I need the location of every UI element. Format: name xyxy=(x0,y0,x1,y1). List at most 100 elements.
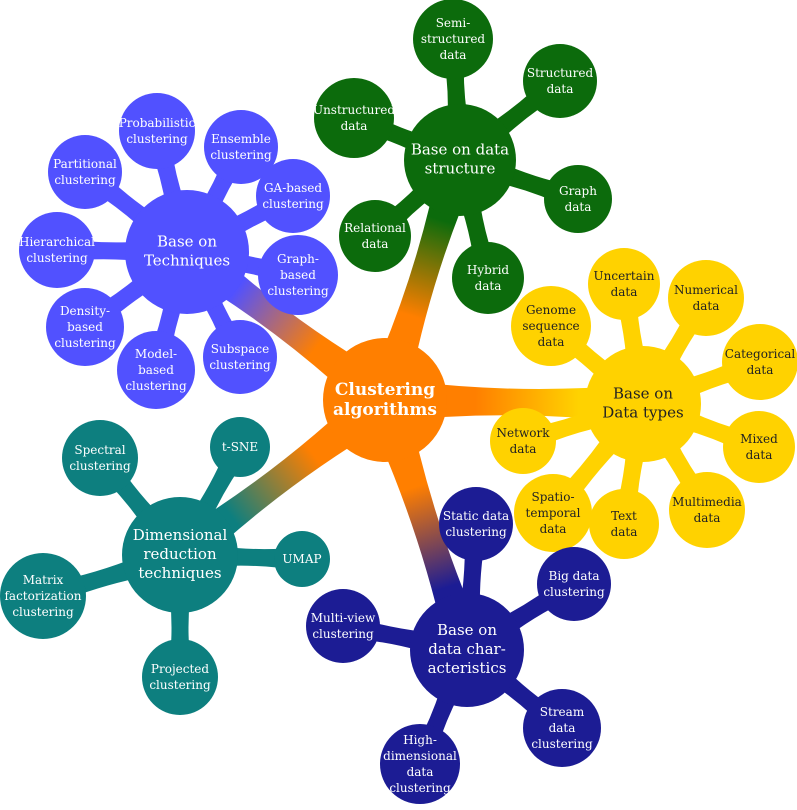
label-spatio-temporal-line: temporal xyxy=(526,506,581,520)
node-relational xyxy=(339,200,411,272)
label-dimensional-reduction-line: Dimensional xyxy=(133,526,228,544)
label-data-structure-line: structure xyxy=(425,160,496,178)
label-data-characteristics-line: acteristics xyxy=(428,659,507,677)
label-stream-line: clustering xyxy=(531,737,593,751)
node-data-structure xyxy=(404,104,516,216)
label-spectral-line: clustering xyxy=(69,459,131,473)
label-uncertain-line: data xyxy=(611,285,638,299)
node-structured xyxy=(523,44,597,118)
label-density-based-line: Density- xyxy=(60,304,110,318)
label-graph-data-line: data xyxy=(565,200,592,214)
label-ensemble-line: clustering xyxy=(210,148,272,162)
label-graph-based-line: based xyxy=(280,268,316,282)
label-stream-line: Stream xyxy=(540,705,585,719)
label-ensemble: Ensemble clustering xyxy=(210,132,272,162)
label-ga-based-line: clustering xyxy=(262,197,324,211)
node-ga-based xyxy=(256,159,330,233)
label-subspace-line: Subspace xyxy=(211,342,269,356)
label-projected-line: Projected xyxy=(151,662,210,676)
label-techniques-line: Techniques xyxy=(144,252,230,270)
label-spatio-temporal-line: Spatio- xyxy=(532,490,575,504)
label-big-data-line: Big data xyxy=(549,569,600,583)
node-model-based xyxy=(117,331,195,409)
label-high-dimensional-line: High- xyxy=(403,733,437,747)
node-static xyxy=(439,487,513,561)
label-model-based-line: based xyxy=(138,363,174,377)
label-relational-line: data xyxy=(362,237,389,251)
label-t-sne-line: t-SNE xyxy=(222,440,258,454)
label-text-line: Text xyxy=(611,509,637,523)
label-center-line: algorithms xyxy=(333,400,437,420)
label-umap: UMAP xyxy=(282,552,321,566)
label-multimedia-line: Multimedia xyxy=(672,495,742,509)
label-ga-based-line: GA-based xyxy=(264,181,322,195)
node-numerical xyxy=(668,260,744,336)
node-semi-structured xyxy=(413,0,493,79)
label-numerical-line: Numerical xyxy=(674,283,738,297)
label-structured-line: Structured xyxy=(527,66,594,80)
node-categorical xyxy=(722,324,797,400)
label-categorical-line: Categorical xyxy=(725,347,796,361)
label-matrix-factorization-line: factorization xyxy=(4,589,81,603)
label-multimedia-line: data xyxy=(694,511,721,525)
label-model-based-line: Model- xyxy=(135,347,177,361)
node-spatio-temporal xyxy=(514,474,592,552)
label-semi-structured-line: data xyxy=(440,48,467,62)
label-partitional-line: Partitional xyxy=(53,157,117,171)
node-unstructured xyxy=(314,78,394,158)
node-uncertain xyxy=(588,248,660,320)
node-partitional xyxy=(48,135,122,209)
label-probabilistic-line: clustering xyxy=(126,132,188,146)
label-multi-view-line: Multi-view xyxy=(311,611,376,625)
label-dimensional-reduction-line: reduction xyxy=(143,545,217,563)
label-hybrid-line: Hybrid xyxy=(467,263,510,277)
node-techniques xyxy=(125,190,249,314)
node-genome xyxy=(511,286,591,366)
label-graph-based-line: clustering xyxy=(267,284,329,298)
label-genome-line: Genome xyxy=(526,303,576,317)
label-ensemble-line: Ensemble xyxy=(211,132,271,146)
label-static: Static data clustering xyxy=(443,509,509,539)
node-big-data xyxy=(537,547,611,621)
label-network-line: Network xyxy=(497,426,551,440)
label-static-line: clustering xyxy=(445,525,507,539)
label-data-types-line: Data types xyxy=(602,404,683,422)
node-multi-view xyxy=(306,589,380,663)
label-projected-line: clustering xyxy=(149,678,211,692)
label-hybrid-line: data xyxy=(475,279,502,293)
label-static-line: Static data xyxy=(443,509,509,523)
label-hierarchical-line: Hierarchical xyxy=(19,235,95,249)
node-subspace xyxy=(203,320,277,394)
label-data-characteristics-line: data char- xyxy=(428,640,506,658)
label-data-characteristics-line: Base on xyxy=(437,621,497,639)
label-stream-line: data xyxy=(549,721,576,735)
node-high-dimensional xyxy=(380,724,460,804)
node-density-based xyxy=(46,288,124,366)
label-mixed-line: data xyxy=(746,448,773,462)
node-hybrid xyxy=(452,242,524,314)
node-dimensional-reduction xyxy=(122,497,238,613)
node-multimedia xyxy=(669,472,745,548)
label-semi-structured-line: Semi- xyxy=(436,16,471,30)
label-multi-view-line: clustering xyxy=(312,627,374,641)
label-mixed-line: Mixed xyxy=(740,432,778,446)
label-high-dimensional-line: data xyxy=(407,765,434,779)
